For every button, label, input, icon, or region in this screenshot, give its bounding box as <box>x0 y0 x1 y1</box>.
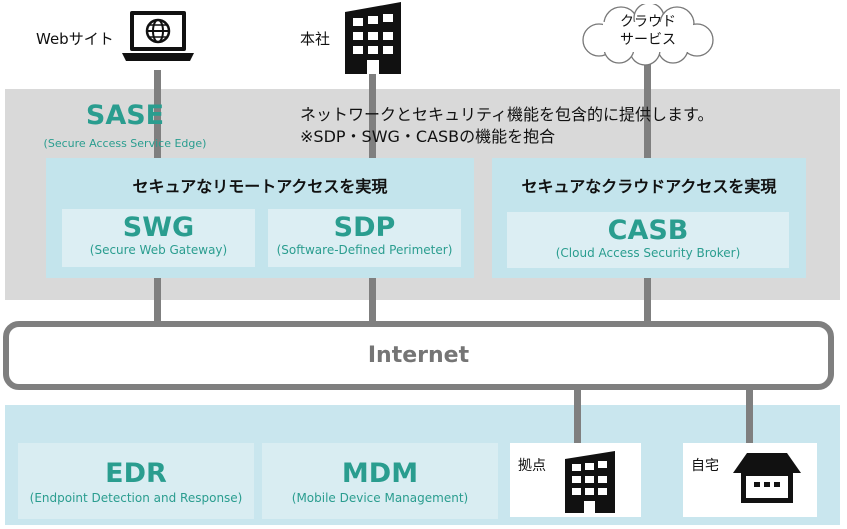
sase-subtitle: (Secure Access Service Edge) <box>43 137 207 150</box>
swg-title: SWG <box>122 212 195 243</box>
cloud-access-heading: セキュアなクラウドアクセスを実現 <box>521 177 777 196</box>
house-icon <box>733 451 801 503</box>
casb-box: CASB (Cloud Access Security Broker) <box>507 212 789 268</box>
internet-bar: Internet <box>3 321 834 390</box>
remote-access-heading: セキュアなリモートアクセスを実現 <box>132 177 388 196</box>
sase-description-line2: ※SDP・SWG・CASBの機能を抱合 <box>300 127 556 146</box>
cloud-label-line2: サービス <box>620 32 676 48</box>
connector-home <box>746 383 753 443</box>
branch-site: 拠点 <box>510 443 641 517</box>
edr-box: EDR (Endpoint Detection and Response) <box>18 443 254 519</box>
sdp-title: SDP <box>333 212 396 243</box>
office-building-icon <box>341 2 405 74</box>
mdm-subtitle: (Mobile Device Management) <box>291 491 469 505</box>
sase-description-line1: ネットワークとセキュリティ機能を包含的に提供します。 <box>300 105 714 124</box>
branch-building-icon <box>562 451 618 513</box>
sase-description: ネットワークとセキュリティ機能を包含的に提供します。 ※SDP・SWG・CASB… <box>300 104 713 148</box>
cloud-icon <box>573 4 723 66</box>
sase-title-block: SASE (Secure Access Service Edge) <box>30 101 220 151</box>
sdp-subtitle: (Software-Defined Perimeter) <box>276 243 453 257</box>
connector-branch <box>574 383 581 443</box>
edr-subtitle: (Endpoint Detection and Response) <box>29 491 243 505</box>
swg-subtitle: (Secure Web Gateway) <box>89 243 228 257</box>
sdp-box: SDP (Software-Defined Perimeter) <box>268 209 461 267</box>
mdm-box: MDM (Mobile Device Management) <box>262 443 498 519</box>
casb-title: CASB <box>607 215 689 246</box>
cloud-label: クラウド サービス <box>600 13 696 49</box>
sase-title: SASE <box>85 100 165 131</box>
hq-label: 本社 <box>300 30 331 48</box>
home-label: 自宅 <box>691 458 719 474</box>
cloud-label-line1: クラウド <box>620 14 676 30</box>
edr-title: EDR <box>105 458 167 489</box>
mdm-title: MDM <box>341 458 419 489</box>
swg-box: SWG (Secure Web Gateway) <box>62 209 255 267</box>
internet-label: Internet <box>367 343 470 368</box>
casb-subtitle: (Cloud Access Security Broker) <box>555 246 741 260</box>
home-site: 自宅 <box>683 443 817 517</box>
web-label: Webサイト <box>36 30 114 48</box>
branch-label: 拠点 <box>518 458 546 474</box>
laptop-globe-icon <box>122 9 194 63</box>
